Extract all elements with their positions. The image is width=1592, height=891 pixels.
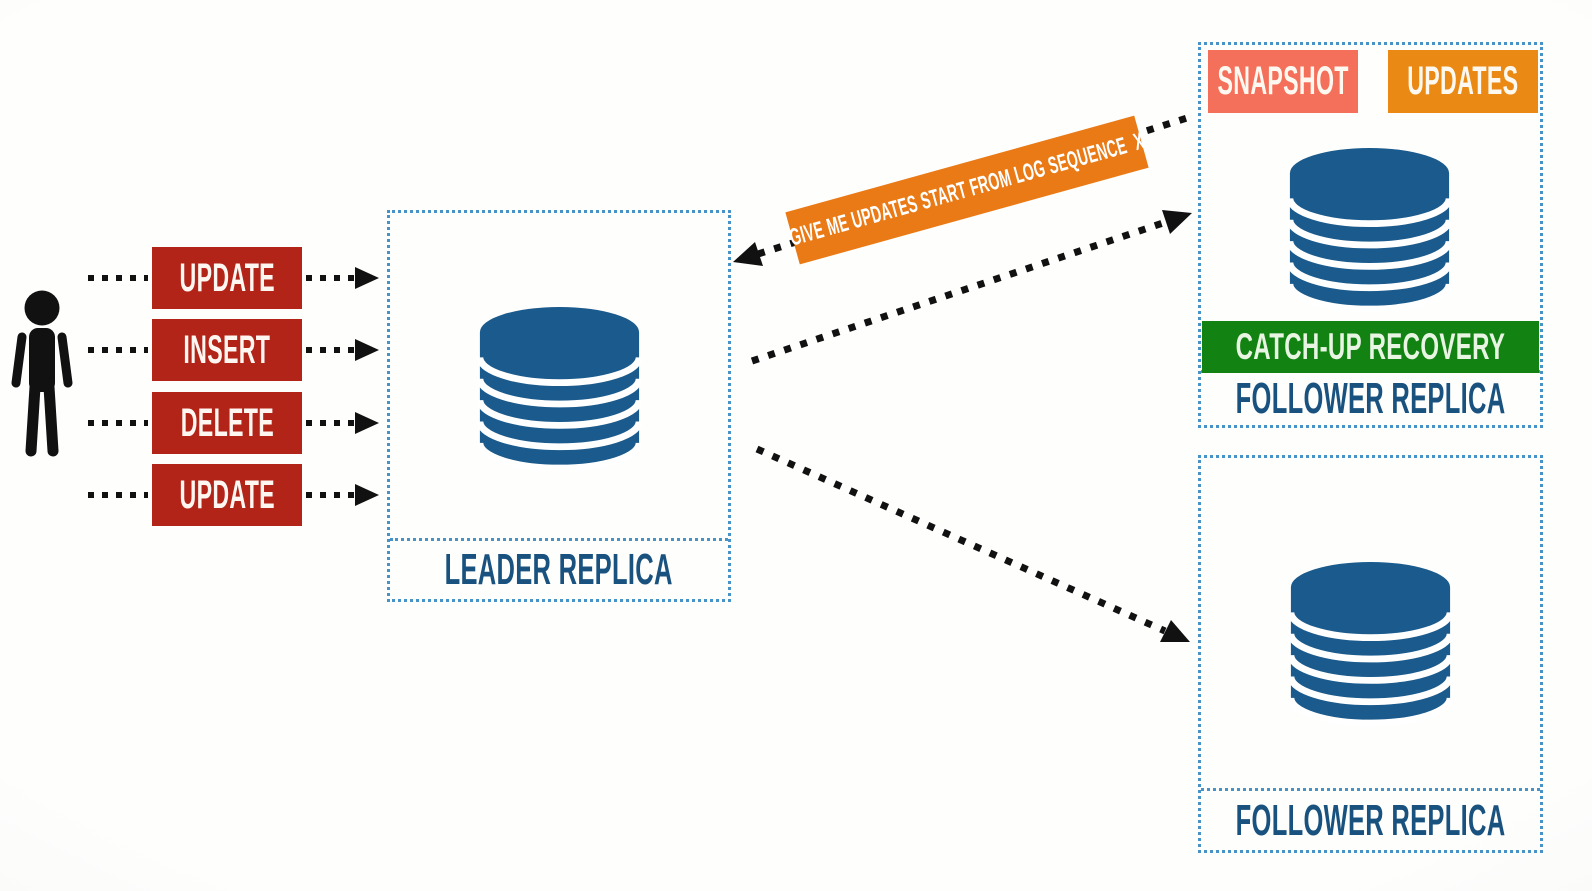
leader-replica-label: LEADER REPLICA xyxy=(444,545,674,594)
follower-replica-label: FOLLOWER REPLICA xyxy=(1235,795,1506,845)
follower-replica-label-zone: FOLLOWER REPLICA xyxy=(1201,791,1540,850)
operation-label: DELETE xyxy=(180,400,274,445)
arrowhead xyxy=(355,412,379,434)
person-icon xyxy=(11,290,73,457)
log-sequence-request-banner: GIVE ME UPDATES START FROM LOG SEQUENCE … xyxy=(785,115,1149,265)
arrowhead xyxy=(355,484,379,506)
operation-label: UPDATE xyxy=(179,255,275,300)
leader-replica-box: LEADER REPLICA xyxy=(387,210,731,602)
arrowhead xyxy=(733,242,763,266)
follower-replica-label: FOLLOWER REPLICA xyxy=(1235,374,1506,423)
updates-badge: UPDATES xyxy=(1388,50,1538,113)
operation-box: DELETE xyxy=(152,392,302,454)
arrowhead xyxy=(1160,620,1190,642)
operation-label: UPDATE xyxy=(179,472,275,517)
operation-box: UPDATE xyxy=(152,247,302,309)
database-icon xyxy=(1288,558,1453,728)
snapshot-badge: SNAPSHOT xyxy=(1208,50,1358,113)
log-sequence-request-label: GIVE ME UPDATES START FROM LOG SEQUENCE … xyxy=(786,127,1148,252)
follower-replica-bottom-box: FOLLOWER REPLICA xyxy=(1198,455,1543,853)
snapshot-badge-label: SNAPSHOT xyxy=(1217,59,1349,103)
operation-label: INSERT xyxy=(183,327,271,372)
box-separator xyxy=(390,538,728,541)
box-separator xyxy=(1201,788,1540,791)
operation-box: UPDATE xyxy=(152,464,302,526)
catch-up-recovery-label: CATCH-UP RECOVERY xyxy=(1235,326,1506,367)
arrowhead xyxy=(355,267,379,289)
operation-box: INSERT xyxy=(152,319,302,381)
arrowhead xyxy=(1162,210,1192,234)
leader-replica-label-zone: LEADER REPLICA xyxy=(390,541,728,599)
updates-badge-label: UPDATES xyxy=(1407,59,1519,103)
replication-arrow-bottom xyxy=(755,445,1167,635)
follower-replica-label-zone: FOLLOWER REPLICA xyxy=(1201,373,1540,425)
follower-replica-top-box: SNAPSHOT UPDATES CATCH-UP RECOVERY FOLLO… xyxy=(1198,42,1543,428)
database-icon xyxy=(477,303,642,473)
arrowhead xyxy=(355,339,379,361)
database-icon xyxy=(1287,144,1452,314)
catch-up-recovery-banner: CATCH-UP RECOVERY xyxy=(1202,321,1539,373)
